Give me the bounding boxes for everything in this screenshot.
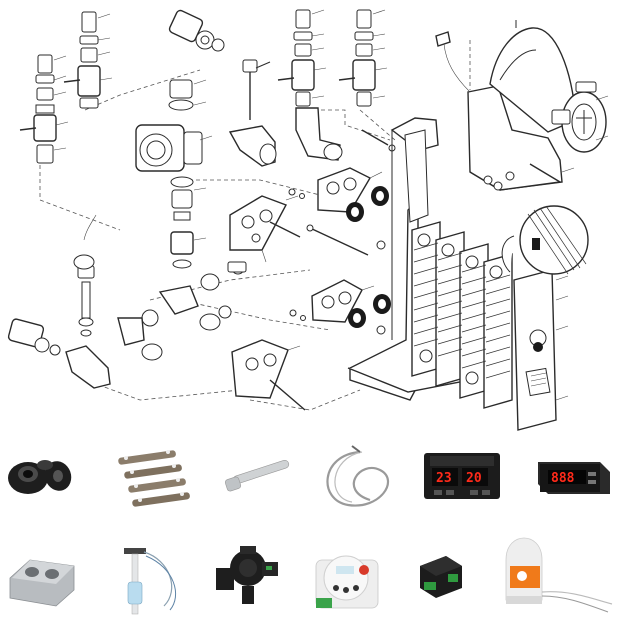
controller-icon: 23 20 <box>424 453 500 499</box>
sensor-probe <box>73 214 97 270</box>
controller-icon: 888 <box>538 462 610 494</box>
rod-icon <box>224 459 290 492</box>
union-fittings-left <box>7 265 111 389</box>
spare-part-float-switch <box>124 548 177 615</box>
elbow-fitting-top <box>168 9 225 52</box>
spare-part-digital-controller-1: 23 20 <box>424 453 500 499</box>
spare-part-round-controller <box>315 555 379 609</box>
gasket-strip-icon <box>118 450 190 507</box>
valve-assembly-left <box>19 54 57 164</box>
controller-1-display-left: 23 <box>436 471 452 486</box>
spare-part-end-plate <box>9 559 75 607</box>
circulation-pump <box>135 79 203 269</box>
small-hardware <box>288 129 396 335</box>
gasket-flanges <box>229 167 371 411</box>
spare-part-rubber-bushings <box>8 460 72 494</box>
tee-valve <box>228 59 277 167</box>
thermostat-icon <box>505 537 613 613</box>
elbow-fitting-center <box>295 107 343 161</box>
pump-icon <box>216 546 278 604</box>
spare-part-relay-module <box>420 556 462 598</box>
spare-part-circulation-pump <box>216 546 278 604</box>
relay-icon <box>420 556 462 598</box>
spare-part-sensor-cable <box>326 445 390 507</box>
controller-2-display: 888 <box>551 471 575 486</box>
bushing-icon <box>8 460 72 494</box>
union-fittings <box>117 261 247 361</box>
valve-assembly-top <box>277 9 376 107</box>
plate-heat-exchanger <box>411 221 557 431</box>
valve-assembly-mid <box>63 11 101 109</box>
float-switch-icon <box>124 548 177 615</box>
spare-part-gasket-strips <box>118 450 190 507</box>
spare-part-thermostat-dome <box>505 537 613 613</box>
boiler-housing <box>435 20 607 191</box>
cable-icon <box>326 445 390 507</box>
end-plate-icon <box>9 559 75 607</box>
controller-1-display-right: 20 <box>466 471 482 486</box>
rubber-rings <box>346 186 391 328</box>
spare-part-anchor-rod <box>224 459 290 492</box>
round-controller-icon <box>315 555 379 609</box>
zoom-detail <box>501 205 589 275</box>
callout-leaders <box>53 9 609 401</box>
spare-part-digital-controller-2: 888 <box>538 462 610 494</box>
